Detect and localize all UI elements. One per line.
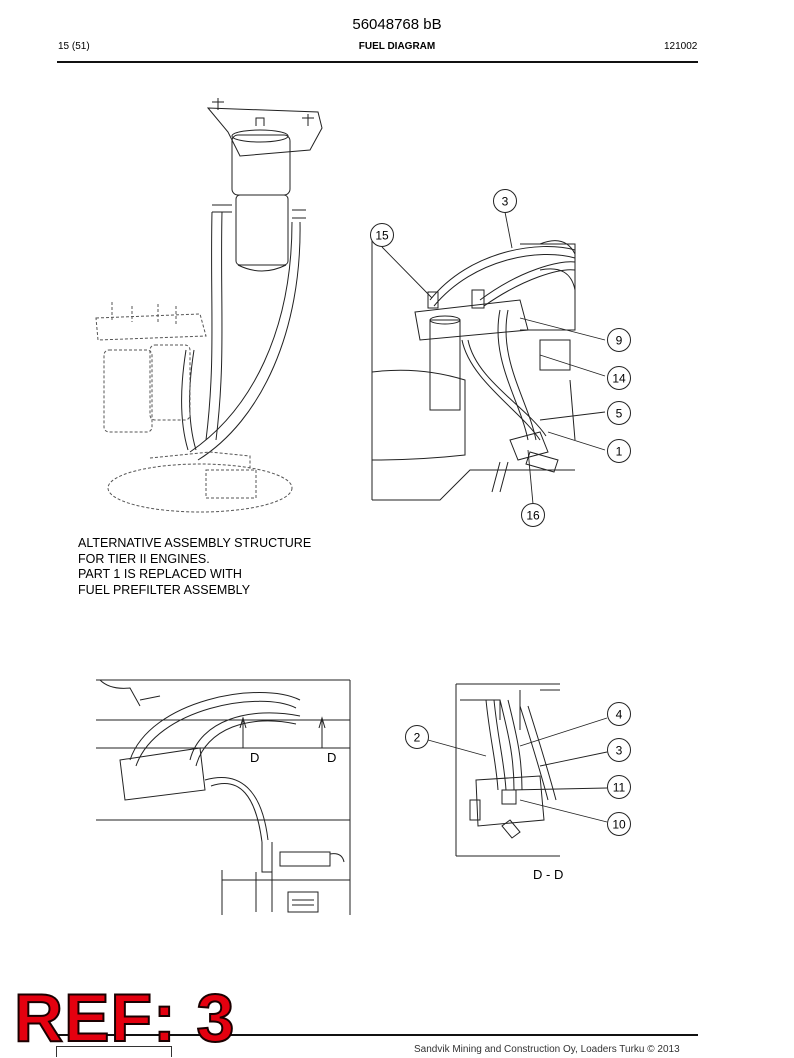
note-line: FUEL PREFILTER ASSEMBLY — [78, 582, 251, 597]
document-date: 121002 — [664, 41, 698, 52]
callout-top-9: 9 — [616, 334, 623, 348]
section-mark-d-right: D — [327, 750, 336, 765]
callout-top-5: 5 — [616, 407, 623, 421]
ref-stamp: REF: 3 — [13, 979, 236, 1057]
callout-dd-11: 11 — [613, 781, 626, 795]
engine-side-view-illustration — [96, 679, 351, 915]
callout-dd-2: 2 — [414, 731, 421, 745]
footer-copyright: Sandvik Mining and Construction Oy, Load… — [414, 1044, 680, 1055]
engine-installation-illustration — [371, 238, 576, 501]
brand-logo-fragment — [56, 1046, 172, 1057]
callout-dd-3: 3 — [616, 744, 623, 758]
alternative-assembly-note: ALTERNATIVE ASSEMBLY STRUCTURE FOR TIER … — [78, 536, 311, 598]
section-d-d-illustration — [455, 683, 560, 857]
callout-top-1: 1 — [616, 445, 623, 459]
prefilter-assembly-illustration — [95, 98, 323, 513]
callout-top-15: 15 — [375, 229, 389, 243]
header-rule — [57, 61, 698, 63]
note-line: FOR TIER II ENGINES. — [78, 551, 210, 566]
note-line: ALTERNATIVE ASSEMBLY STRUCTURE — [78, 536, 312, 550]
callout-top-14: 14 — [612, 372, 626, 386]
note-line: PART 1 IS REPLACED WITH — [78, 567, 242, 581]
page-number: 15 (51) — [58, 41, 90, 52]
page-title: FUEL DIAGRAM — [358, 41, 436, 52]
footer-rule — [57, 1034, 698, 1036]
document-id: 56048768 bB — [352, 16, 442, 33]
callout-top-16: 16 — [526, 509, 540, 523]
callout-top-3: 3 — [502, 195, 509, 209]
callout-dd-10: 10 — [612, 818, 626, 832]
callout-dd-4: 4 — [616, 708, 623, 722]
section-mark-d-left: D — [250, 750, 259, 765]
view-label-d-d: D - D — [533, 867, 563, 882]
